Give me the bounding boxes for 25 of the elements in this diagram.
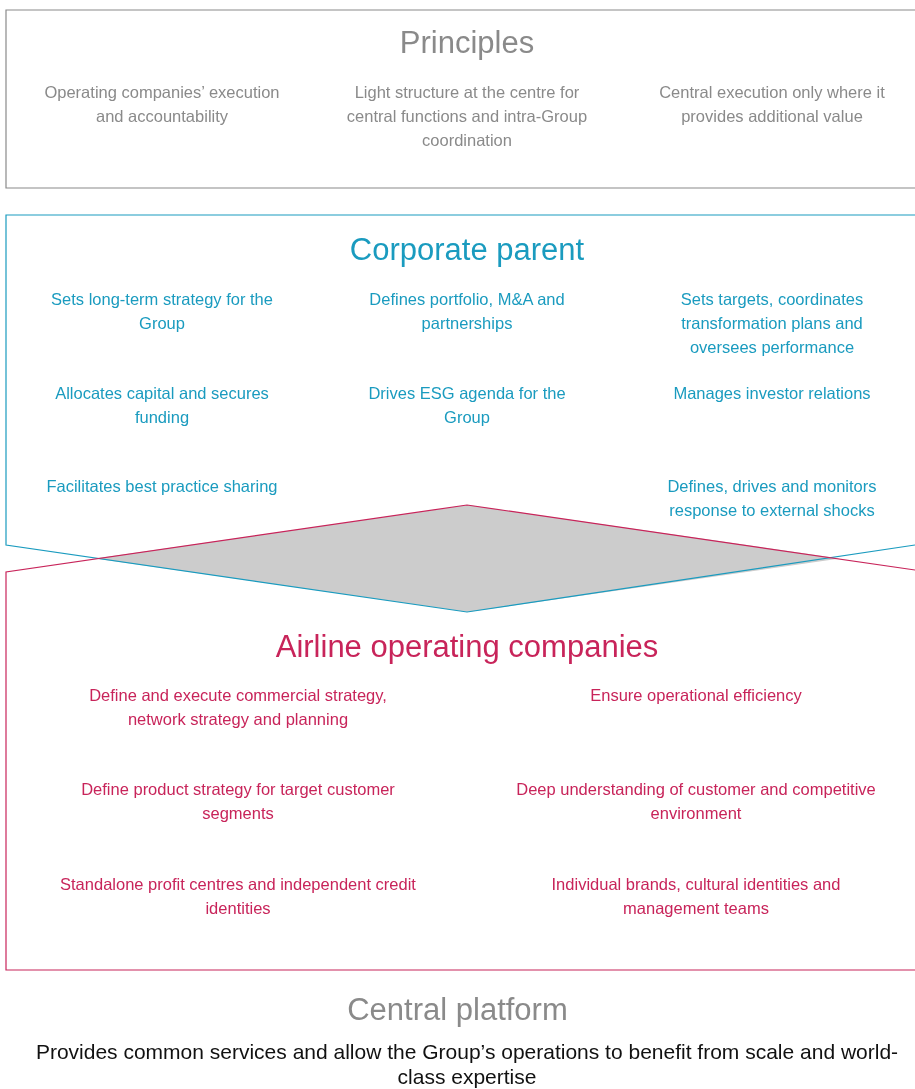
role-text: Define product strategy for target customer segments <box>80 779 396 824</box>
role-text: Individual brands, cultural identities and management teams <box>550 874 842 919</box>
role-text: Defines, drives and monitors response to external shocks <box>666 476 878 521</box>
role-text: Manages investor relations <box>672 383 872 404</box>
description-text: Provides common services and allow the Group’s operations to benefit from scale and world-class expertise <box>34 1039 900 1089</box>
role-text: Sets targets, coordinates transformation plans and oversees performance <box>679 289 865 358</box>
section-title: Central platform <box>347 992 568 1028</box>
role-text: Operating companies’ execution and accountability <box>43 82 281 127</box>
role-text: Standalone profit centres and independent credit identities <box>59 874 417 919</box>
operating-companies-panel <box>6 505 915 970</box>
role-text: Deep understanding of customer and competitive environment <box>516 779 876 824</box>
panel-heading: Principles <box>399 25 535 61</box>
role-text: Facilitates best practice sharing <box>45 476 279 497</box>
panel-heading: Airline operating companies <box>275 629 659 665</box>
role-text: Ensure operational efficiency <box>589 685 803 706</box>
role-text: Drives ESG agenda for the Group <box>367 383 567 428</box>
corporate-parent-panel <box>6 215 915 612</box>
role-text: Light structure at the centre for central functions and intra-Group coordination <box>345 82 589 151</box>
role-text: Define and execute commercial strategy, network strategy and planning <box>88 685 388 730</box>
panel-heading: Corporate parent <box>349 232 585 268</box>
principles-panel <box>6 10 915 188</box>
role-text: Allocates capital and secures funding <box>54 383 270 428</box>
role-text: Sets long-term strategy for the Group <box>50 289 274 334</box>
role-text: Defines portfolio, M&A and partnerships <box>368 289 566 334</box>
role-text: Central execution only where it provides additional value <box>658 82 886 127</box>
